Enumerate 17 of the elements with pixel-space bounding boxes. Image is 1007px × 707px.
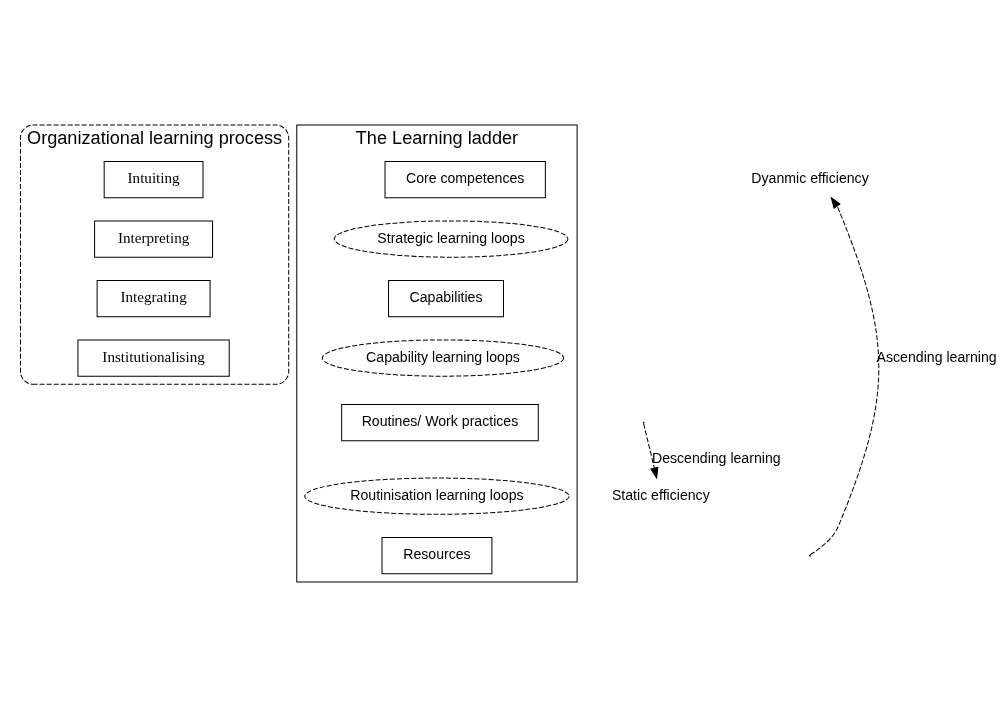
node-box: Routines/ Work practices	[341, 403, 539, 442]
edge-label: Ascending learning	[876, 348, 997, 365]
node-box: Intuiting	[103, 160, 204, 199]
node-box: Integrating	[96, 279, 211, 318]
arrow	[809, 196, 880, 556]
node-box: Resources	[381, 537, 493, 575]
node-box: Core competences	[384, 160, 546, 199]
node-ellipse: Routinisation learning loops	[304, 477, 570, 515]
arrow	[643, 423, 659, 480]
node-box: Institutionalising	[77, 339, 230, 377]
edge-label: Descending learning	[651, 450, 781, 467]
node-text: Static efficiency	[611, 486, 710, 503]
node-text: Dyanmic efficiency	[751, 170, 869, 187]
node-ellipse: Strategic learning loops	[333, 220, 569, 258]
node-box: Capabilities	[388, 279, 504, 318]
node-ellipse: Capability learning loops	[321, 339, 565, 377]
node-box: Interpreting	[94, 220, 214, 258]
